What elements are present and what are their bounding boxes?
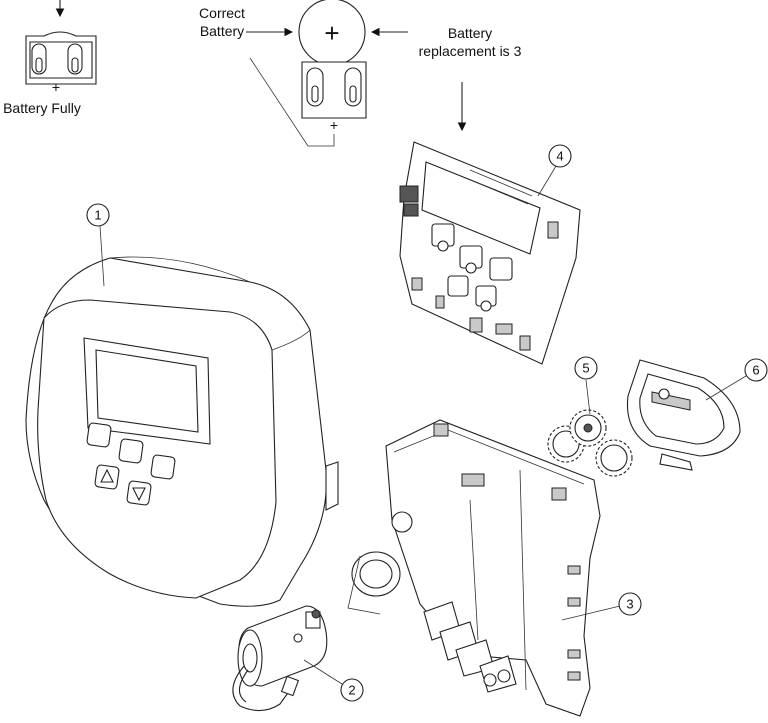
battery-contact-left: [31, 43, 47, 75]
callout-1-number: 1: [94, 208, 101, 223]
motor-mount: [347, 511, 413, 615]
keypad-button-3: [150, 454, 176, 480]
front-cover: 1: [25, 203, 339, 607]
up-arrow-icon: [100, 468, 114, 483]
drive-gears: 5: [547, 356, 633, 477]
replacement-label-line1: Battery: [448, 25, 492, 41]
down-button: [126, 480, 152, 506]
circuit-board: 4: [399, 141, 581, 365]
callout-2-number: 2: [348, 683, 355, 698]
replacement-label-line2: replacement is 3: [419, 43, 522, 59]
keypad-button-2: [118, 438, 144, 464]
display-window: [83, 337, 211, 445]
plus-sign-icon: +: [330, 117, 338, 133]
drive-motor: 2: [232, 605, 364, 712]
callout-1: [86, 203, 110, 227]
callout-6: [744, 358, 768, 382]
bracket-slots: [423, 601, 517, 693]
board-buttons: [431, 223, 513, 312]
correct-label-line1: Correct: [199, 5, 245, 21]
correct-label-line2: Battery: [200, 23, 244, 39]
correct-battery-detail: Correct Battery + + Battery replacement …: [199, 0, 522, 147]
gear-cover: 6: [626, 358, 768, 471]
battery-contact-right: [67, 43, 83, 75]
callout-2: [340, 678, 364, 702]
callout-3: [618, 592, 642, 616]
motor-connector: [280, 675, 300, 697]
callout-5-number: 5: [582, 361, 589, 376]
keypad-button-1: [86, 422, 112, 448]
down-arrow-icon: [132, 487, 146, 502]
plus-sign-icon: +: [324, 18, 339, 48]
battery-holder-fully: + Battery Fully: [3, 0, 97, 116]
drive-bracket: 3: [347, 419, 642, 717]
callout-3-number: 3: [626, 597, 633, 612]
battery-fully-label: Battery Fully: [3, 100, 81, 116]
callout-4-number: 4: [556, 149, 563, 164]
keypad: [86, 422, 176, 506]
up-button: [94, 464, 120, 490]
callout-4: [548, 144, 572, 168]
plus-sign-icon: +: [52, 79, 60, 95]
callout-6-number: 6: [752, 363, 759, 378]
callout-5: [574, 356, 598, 380]
